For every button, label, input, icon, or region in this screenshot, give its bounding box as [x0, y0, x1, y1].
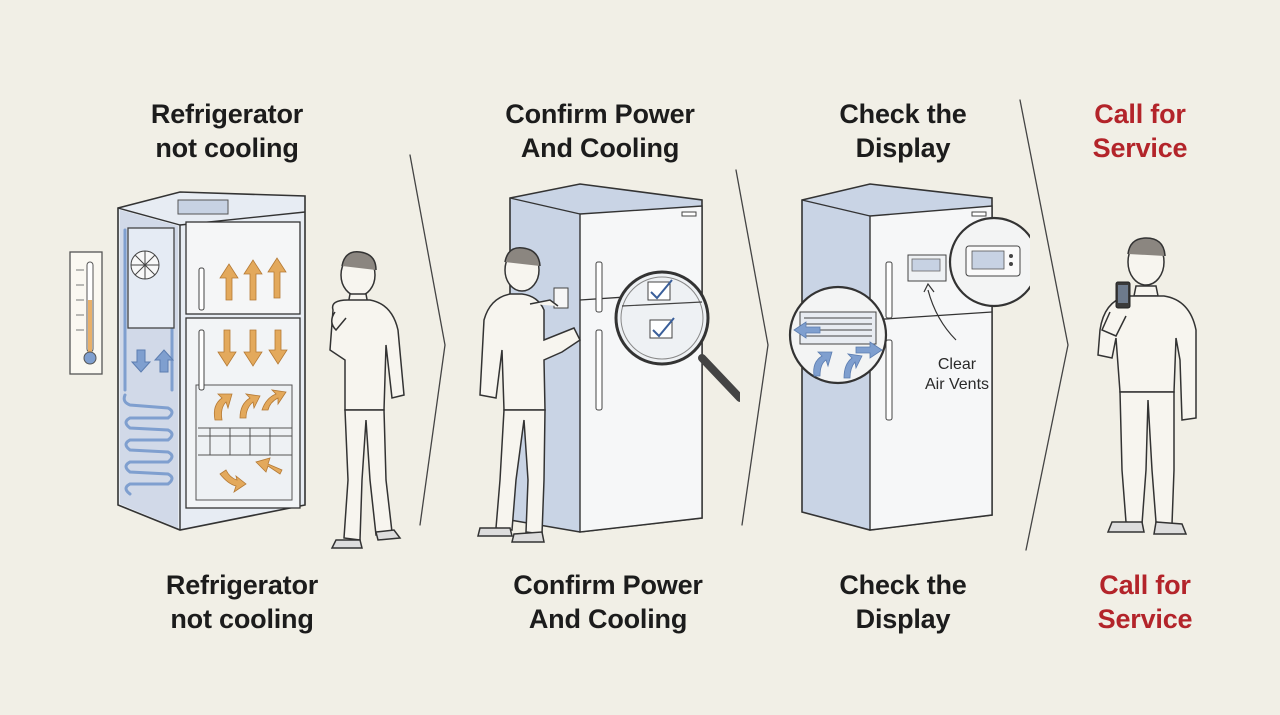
phone-icon	[1115, 281, 1131, 309]
step-2-confirm-power: Confirm Power And Cooling	[410, 0, 740, 715]
coolant-flow-arrows	[130, 349, 175, 373]
step-1-title-bottom: Refrigerator not cooling	[165, 570, 319, 634]
magnifier-icon	[614, 270, 740, 402]
separator-chevron-2	[735, 169, 769, 526]
step-4-title-bottom: Call for Service	[1097, 570, 1193, 634]
fan-icon	[127, 227, 175, 329]
airflow-arrows	[213, 257, 288, 493]
step-3-title-top: Check the Display	[839, 99, 967, 163]
step-4-illustration	[1097, 237, 1197, 535]
vent-grille-icon	[788, 285, 888, 385]
control-display	[907, 254, 947, 282]
step-4-title-top: Call for Service	[1092, 99, 1188, 163]
step-1-title-top: Refrigerator not cooling	[150, 99, 304, 163]
separator-chevron-3	[1019, 99, 1069, 551]
step-1-illustration	[69, 191, 405, 549]
step-2-illustration	[477, 183, 740, 543]
person-on-phone	[1097, 237, 1197, 535]
separator-chevron-1	[409, 154, 446, 526]
thermometer-icon	[69, 251, 103, 375]
person-checking	[477, 247, 581, 543]
step-1-refrigerator-not-cooling: Refrigerator not cooling	[0, 0, 410, 715]
step-2-title-top: Confirm Power And Cooling	[505, 99, 695, 163]
checkbox-icon	[647, 279, 675, 339]
step-3-title-bottom: Check the Display	[839, 570, 967, 634]
clear-air-vents-label: Clear Air Vents	[924, 356, 990, 393]
person-puzzled	[329, 251, 405, 549]
step-3-illustration	[788, 183, 1030, 531]
display-zoom-callout	[923, 216, 1030, 341]
step-3-check-display: Check the Display	[740, 0, 1030, 715]
step-2-title-bottom: Confirm Power And Cooling	[513, 570, 703, 634]
step-4-call-for-service: Call for Service Call for Service	[1030, 0, 1280, 715]
power-outlet	[553, 287, 569, 309]
